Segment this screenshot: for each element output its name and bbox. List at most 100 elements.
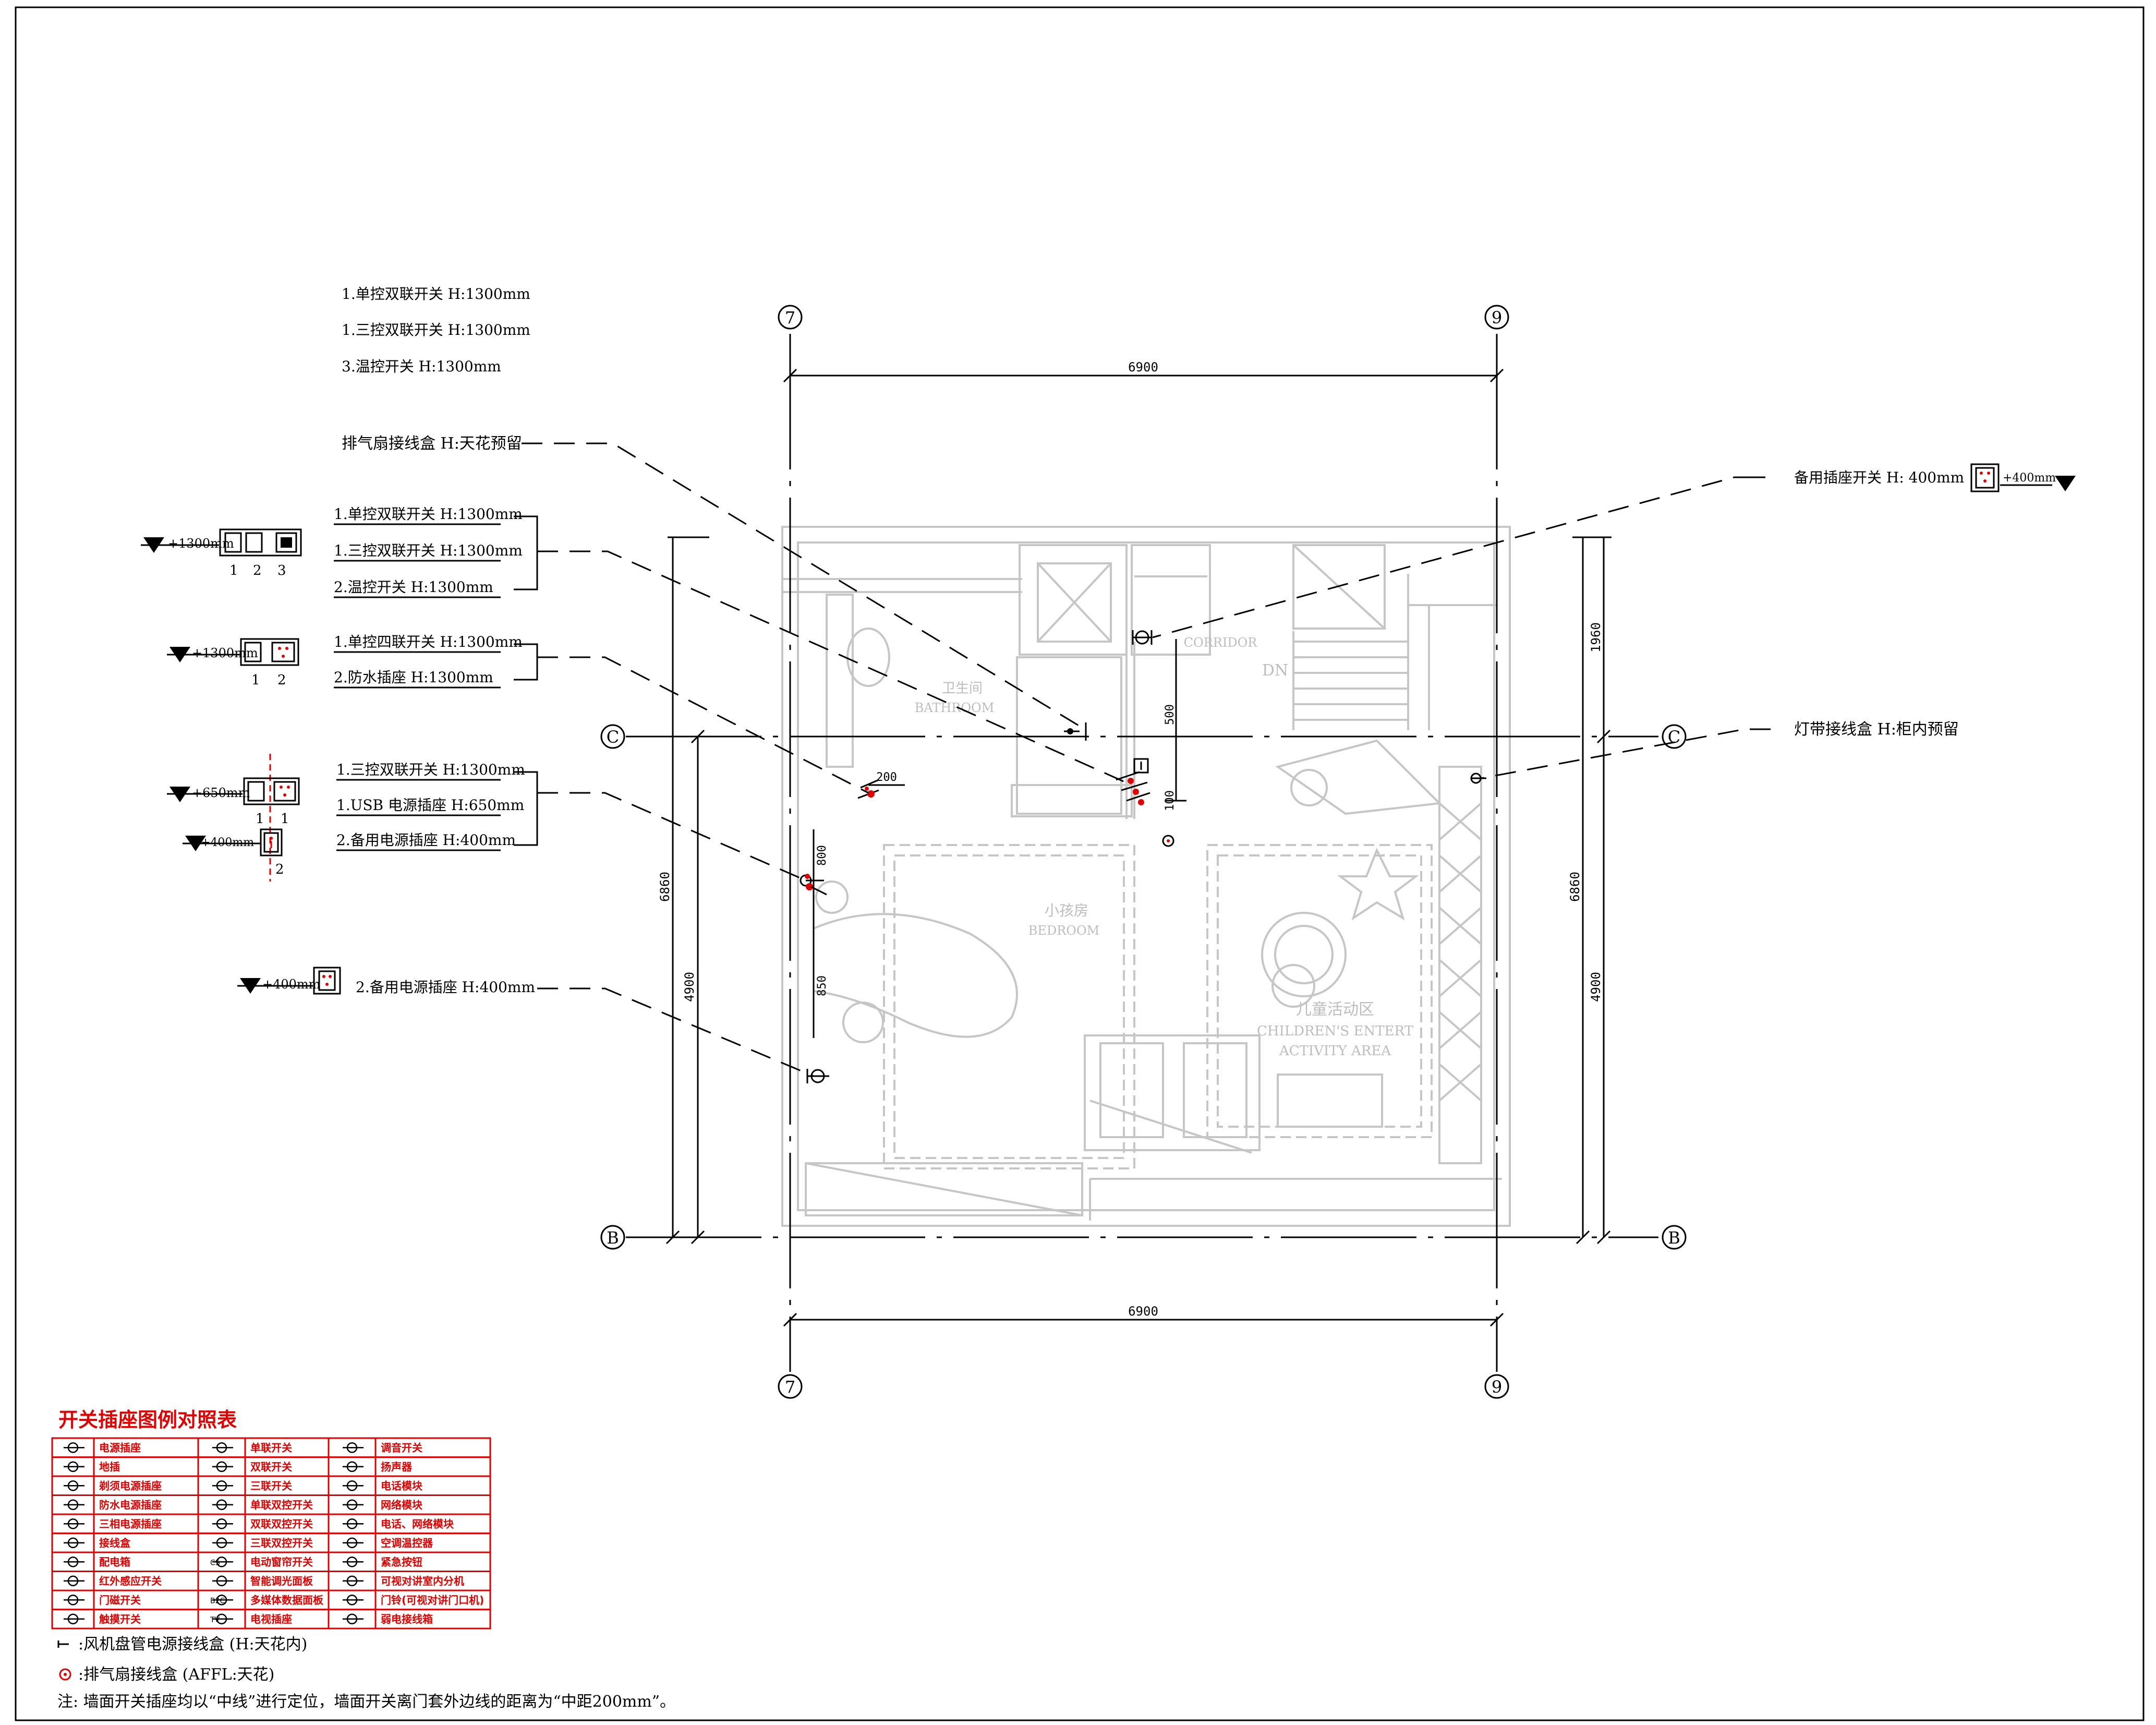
axis-bubble-7-bottom: [778, 1374, 803, 1399]
axis-bubble-7-top: [778, 305, 803, 330]
floor-plan-background: 卫生间 BATHROOM CORRIDOR DN 小孩房 BEDROOM 儿童活…: [781, 526, 1511, 1227]
group1-num-1: 1: [229, 563, 238, 578]
legend-col1-label-8: 门磁开关: [99, 1594, 141, 1606]
legend-title: 开关插座图例对照表: [58, 1408, 237, 1431]
legend-col3-symbol-2: [343, 1480, 364, 1491]
leader-lines: [522, 442, 1771, 1077]
legend-col3-symbol-9: [343, 1613, 364, 1624]
axis-label-b-left: B: [607, 1228, 619, 1248]
legend-col3-label-7: 可视对讲室内分机: [381, 1575, 464, 1587]
group1-label-3: 2.温控开关 H:1300mm: [334, 578, 493, 596]
axis-bubble-b-left: [600, 1225, 625, 1250]
room-bathroom-cn: 卫生间: [942, 681, 983, 696]
legend-col2-symbol-2: [212, 1480, 233, 1491]
legend-col3-label-3: 网络模块: [381, 1499, 423, 1511]
legend-col2-symbol-0: [212, 1442, 233, 1453]
legend-col2-label-2: 三联开关: [250, 1479, 292, 1492]
legend-col3-symbol-3: [343, 1499, 364, 1510]
legend-code-8: B2C: [210, 1597, 225, 1605]
room-bedroom-en: BEDROOM: [1028, 923, 1099, 938]
footnote-exhaust: :排气扇接线盒 (AFFL:天花): [78, 1666, 274, 1684]
four-gang-switch-symbol: [857, 779, 879, 799]
dim-right-4900: 4900: [1589, 972, 1603, 1002]
legend-col1-label-2: 剃须电源插座: [99, 1479, 162, 1492]
room-bedroom-cn: 小孩房: [1045, 902, 1088, 919]
group2-label-1: 1.单控四联开关 H:1300mm: [334, 633, 523, 650]
group1-num-3: 3: [277, 563, 286, 578]
group2-label-2: 2.防水插座 H:1300mm: [334, 669, 493, 686]
footnote-note: 注: 墙面开关插座均以“中线”进行定位，墙面开关离门套外边线的距离为“中距200…: [57, 1693, 675, 1711]
legend-col2-symbol-5: [212, 1537, 233, 1548]
group2-num-2: 2: [277, 672, 286, 688]
legend-col3-symbol-0: [343, 1442, 364, 1453]
group3-num-2: 2: [275, 862, 284, 877]
axis-bubble-b-right: [1662, 1225, 1687, 1250]
footnote-fan-coil: :风机盘管电源接线盒 (H:天花内): [78, 1635, 307, 1654]
legend-col3-symbol-5: [343, 1537, 364, 1548]
thermostat-symbol: [1133, 758, 1149, 774]
room-activity-cn: 儿童活动区: [1296, 1000, 1374, 1019]
group3-num-1b: 1: [281, 811, 289, 827]
legend-col3-label-5: 空调温控器: [381, 1537, 433, 1549]
usb-socket-symbol: [800, 874, 827, 896]
legend-col2-symbol-3: [212, 1499, 233, 1510]
legend-col1-symbol-8: [64, 1595, 84, 1606]
legend-col1-symbol-2: [64, 1480, 84, 1491]
legend-col1-label-4: 三相电源插座: [99, 1517, 162, 1530]
legend-col2-symbol-8: [212, 1595, 233, 1606]
legend-col1-symbol-3: [64, 1499, 84, 1510]
legend-col1-symbol-0: [64, 1442, 84, 1453]
group3-level-a: +650mm: [192, 786, 250, 800]
triple-switch-symbol: [1116, 771, 1174, 847]
legend-col2-label-1: 双联开关: [250, 1461, 292, 1473]
group3-num-1a: 1: [256, 811, 264, 827]
legend-col3-label-9: 弱电接线箱: [381, 1613, 433, 1625]
legend-col2-label-7: 智能调光面板: [250, 1575, 313, 1587]
legend-col1-symbol-4: [64, 1518, 84, 1529]
group2-level: +1300mm: [192, 646, 258, 660]
legend-col1-label-5: 接线盒: [99, 1537, 131, 1549]
axis-label-7-bottom: 7: [785, 1377, 795, 1397]
callout-group-2: +1300mm 1 2 1.单控四联开关 H:1300mm 2.防水插座 H:1…: [167, 633, 538, 689]
right2-label: 灯带接线盒 H:柜内预留: [1794, 720, 1959, 739]
dim-100: 100: [1164, 790, 1177, 811]
legend-col1-label-6: 配电箱: [99, 1555, 130, 1568]
top-note-3: 3.温控开关 H:1300mm: [342, 358, 501, 375]
sheet-frame: [15, 6, 2145, 1721]
callout-group-1: +1300mm 1 2 3 1.单控双联开关 H:1300mm 1.三控双联开关…: [141, 505, 538, 598]
dim-500: 500: [1164, 704, 1177, 725]
spare-socket-symbol: [806, 1069, 829, 1083]
stair-dn-label: DN: [1262, 661, 1288, 680]
group1-level: +1300mm: [168, 536, 234, 551]
dim-left-6860: 6860: [658, 872, 672, 902]
legend-col2-symbol-1: [212, 1461, 233, 1472]
grid-axes: 7 9 7 9 C C B B: [600, 305, 1687, 1399]
legend-col2-label-5: 三联双控开关: [250, 1537, 313, 1549]
group1-num-2: 2: [253, 563, 262, 578]
callout-right-1: 备用插座开关 H: 400mm +400mm: [1794, 463, 2076, 492]
legend-col2-label-8: 多媒体数据面板: [250, 1594, 324, 1606]
legend-col3-label-8: 门铃(可视对讲门口机): [381, 1594, 484, 1606]
legend-col2-symbol-9: [212, 1613, 233, 1624]
dim-800: 800: [816, 845, 829, 866]
axis-bubble-9-top: [1484, 305, 1509, 330]
legend-col2-label-3: 单联双控开关: [250, 1499, 313, 1511]
room-corridor-en: CORRIDOR: [1184, 635, 1258, 650]
spare-socket-switch-symbol: [1132, 630, 1153, 645]
group3-label-2: 1.USB 电源插座 H:650mm: [336, 797, 524, 814]
footnotes: :风机盘管电源接线盒 (H:天花内) :排气扇接线盒 (AFFL:天花) 注: …: [57, 1635, 675, 1711]
legend-col2-label-4: 双联双控开关: [250, 1517, 313, 1530]
callout-group-3: +650mm 1 1 +400mm 2 1.三控双联开关 H:1300mm 1.…: [167, 754, 538, 882]
legend-col3-label-4: 电话、网络模块: [381, 1517, 454, 1530]
legend-col3-symbol-1: [343, 1461, 364, 1472]
group4-label: 2.备用电源插座 H:400mm: [356, 979, 535, 996]
group1-label-1: 1.单控双联开关 H:1300mm: [334, 505, 523, 523]
room-activity-en-1: CHILDREN'S ENTERT: [1257, 1023, 1414, 1039]
axis-label-9-top: 9: [1492, 308, 1502, 328]
legend-col1-label-1: 地插: [99, 1461, 120, 1473]
axis-bubble-9-bottom: [1484, 1374, 1509, 1399]
dim-top-6900: 6900: [1128, 360, 1158, 375]
dim-left-4900: 4900: [682, 972, 697, 1002]
legend-col1-symbol-1: [64, 1461, 84, 1472]
